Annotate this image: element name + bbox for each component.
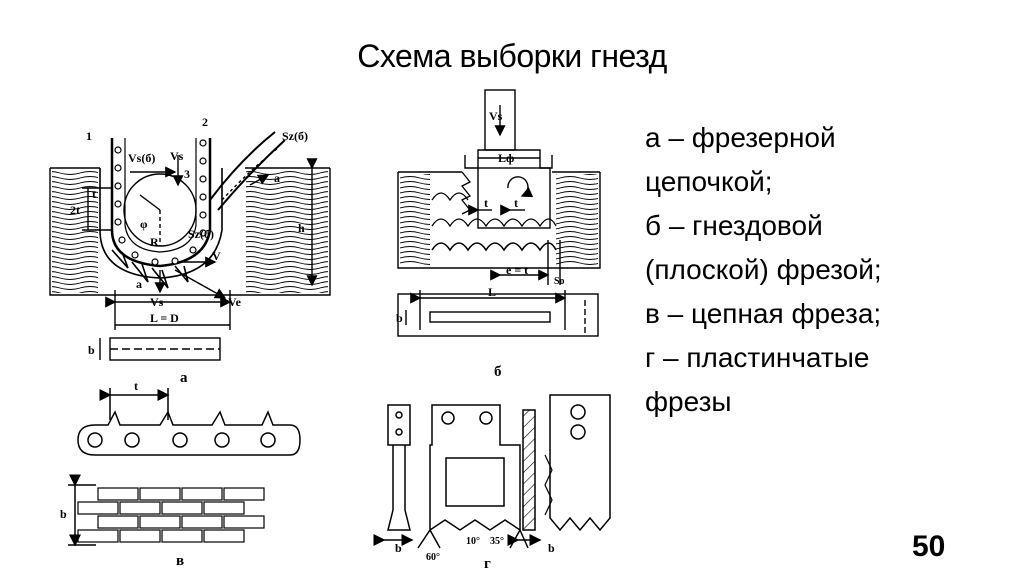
label-b1: b	[395, 541, 402, 555]
label-35: 35°	[490, 536, 504, 547]
caption-b: б	[494, 364, 502, 380]
figure-v-labels: t b в	[60, 379, 184, 569]
label-2: 2	[202, 115, 208, 129]
figure-v-chain-cutter	[68, 388, 301, 547]
figure-g-labels: b b 60° 10° 35° г	[395, 536, 555, 572]
legend-line: б – гнездовой	[645, 210, 823, 241]
label-a1: a	[274, 171, 280, 185]
label-v: V	[212, 249, 221, 263]
legend-line: в – цепная фреза;	[645, 298, 882, 329]
label-l: L	[488, 285, 496, 299]
label-phi: φ	[140, 217, 148, 231]
page-number: 50	[912, 530, 946, 563]
legend-line: г – пластинчатые	[645, 342, 870, 373]
figure-g-plate-cutters	[373, 394, 611, 549]
label-so: So	[554, 276, 565, 287]
label-ve: Ve	[228, 295, 242, 309]
label-10: 10°	[466, 536, 480, 547]
label-ld: L = D	[150, 311, 179, 325]
figure-b-labels: Vs Lф t t e = t So L b б	[396, 109, 565, 380]
label-h: h	[298, 221, 305, 235]
figure-b-slot-mill	[397, 89, 601, 337]
label-b: b	[396, 311, 403, 325]
legend: а – фрезерной цепочкой; б – гнездовой (п…	[645, 116, 1005, 424]
label-vs2: Vs	[150, 295, 164, 309]
label-vs: Vs	[170, 149, 184, 163]
label-sz6: Sz(б)	[282, 129, 308, 143]
legend-line: а – фрезерной	[645, 122, 836, 153]
label-b: b	[60, 507, 67, 521]
label-2t: 2t	[70, 203, 80, 217]
figure-a-chain-mortiser	[49, 131, 331, 361]
label-b: b	[88, 343, 95, 357]
label-et: e = t	[506, 263, 528, 277]
label-sz6b: Sz(б)	[188, 227, 214, 241]
label-vs: Vs	[489, 109, 503, 123]
legend-line: цепочкой;	[645, 166, 773, 197]
label-vs6: Vs(б)	[128, 151, 155, 165]
legend-line: фрезы	[645, 386, 732, 417]
figure-a-labels: 1 2 3 Vs(б) Vs Sz(б) a 2t t φ R Sz(б) h …	[70, 115, 308, 386]
label-t1: t	[484, 196, 488, 210]
caption-g: г	[484, 556, 491, 572]
label-b2: b	[548, 541, 555, 555]
label-t2: t	[514, 196, 518, 210]
slide-title: Схема выборки гнезд	[357, 38, 667, 74]
label-3: 3	[184, 167, 190, 181]
legend-line: (плоской) фрезой;	[645, 254, 882, 285]
label-lf: Lф	[498, 151, 514, 165]
caption-a: а	[180, 370, 188, 386]
label-t: t	[134, 379, 138, 393]
label-t: t	[92, 187, 96, 201]
label-60: 60°	[426, 552, 440, 563]
label-1: 1	[86, 129, 92, 143]
label-a2: a	[136, 277, 142, 291]
label-r: R	[150, 235, 159, 249]
caption-v: в	[176, 553, 184, 569]
